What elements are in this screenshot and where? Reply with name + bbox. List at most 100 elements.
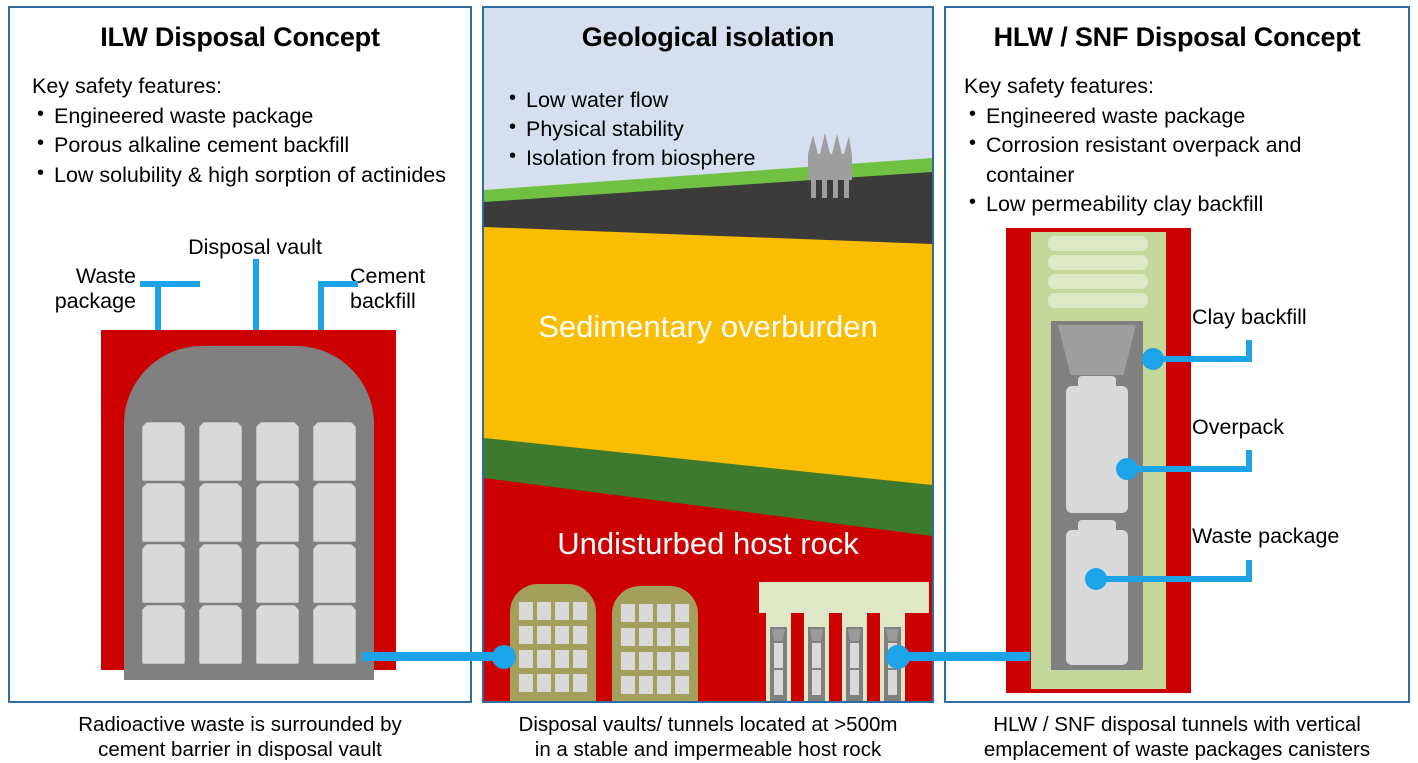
- caption-middle: Disposal vaults/ tunnels located at >500…: [518, 713, 898, 761]
- caption-right: HLW / SNF disposal tunnels with vertical…: [983, 713, 1371, 761]
- label-sedimentary-overburden: Sedimentary overburden: [538, 309, 878, 344]
- panel-left-title: ILW Disposal Concept: [100, 22, 380, 52]
- topsoil-layer: [484, 172, 932, 248]
- waste-package: [675, 628, 689, 646]
- waste-package: [657, 676, 671, 694]
- clay-block: [1048, 293, 1148, 308]
- connector-mid-to-right: [898, 652, 1030, 661]
- waste-package: [555, 602, 569, 620]
- waste-package: [256, 422, 299, 481]
- label-waste-package: Waste package: [1192, 524, 1340, 548]
- hlw-emplacement-graphic: [1006, 228, 1191, 693]
- waste-package: [675, 652, 689, 670]
- leader-cement-v: [318, 281, 324, 371]
- canister-body: [1066, 530, 1128, 665]
- waste-package: [537, 626, 551, 644]
- leader-disposal-vault-v: [253, 259, 259, 344]
- waste-package: [639, 652, 653, 670]
- canister-neck: [1078, 520, 1116, 536]
- waste-package: [675, 676, 689, 694]
- waste-package: [199, 544, 242, 603]
- features-heading: Key safety features:: [32, 74, 223, 98]
- waste-package: [199, 422, 242, 481]
- waste-package: [639, 628, 653, 646]
- waste-package: [573, 650, 587, 668]
- hole-plug: [810, 629, 823, 641]
- waste-package: [555, 626, 569, 644]
- panel-mid-features: Low water flow Physical stability Isolat…: [504, 85, 844, 174]
- hole-canister: [812, 670, 821, 695]
- hole-canister: [774, 643, 783, 668]
- feature-item: Physical stability: [504, 114, 844, 144]
- waste-package: [519, 602, 533, 620]
- waste-package: [199, 605, 242, 664]
- waste-package: [639, 676, 653, 694]
- waste-package: [657, 604, 671, 622]
- waste-package: [573, 602, 587, 620]
- clay-block: [1048, 255, 1148, 270]
- label-cement-backfill: Cement backfill: [350, 264, 426, 314]
- caption-left: Radioactive waste is surrounded by cemen…: [78, 713, 402, 761]
- access-tunnel: [759, 582, 929, 613]
- overpack-plug: [1058, 325, 1136, 375]
- mid-ilw-vault: [612, 586, 698, 701]
- leader-cement-h: [318, 281, 358, 287]
- feature-item: Engineered waste package: [32, 101, 462, 131]
- features-heading: Key safety features:: [964, 74, 1155, 98]
- waste-package: [313, 544, 356, 603]
- waste-package: [621, 604, 635, 622]
- panel-geological-isolation: Geological isolation Low water flow Phys…: [482, 6, 934, 703]
- waste-package: [142, 544, 185, 603]
- leader-waste-v: [1246, 560, 1252, 582]
- feature-item: Isolation from biosphere: [504, 143, 844, 173]
- hole-plug: [886, 629, 899, 641]
- waste-package: [621, 652, 635, 670]
- leader-overpack-v: [1246, 450, 1252, 472]
- leader-overpack-h: [1126, 466, 1252, 472]
- leader-clay-h: [1152, 356, 1252, 362]
- waste-package: [313, 422, 356, 481]
- vault-package-grid: [621, 604, 689, 696]
- waste-package: [555, 650, 569, 668]
- waste-package: [657, 652, 671, 670]
- hole-canister: [888, 670, 897, 695]
- mid-ilw-vault: [510, 584, 596, 701]
- label-disposal-vault: Disposal vault: [188, 235, 322, 259]
- leader-waste-package-h: [140, 281, 200, 287]
- feature-item: Porous alkaline cement backfill: [32, 130, 462, 160]
- waste-package: [639, 604, 653, 622]
- waste-package: [519, 650, 533, 668]
- panel-mid-title: Geological isolation: [581, 22, 835, 52]
- deposition-hole: [842, 610, 867, 701]
- ilw-vault-graphic: [101, 330, 396, 680]
- deposition-hole: [766, 610, 791, 701]
- clay-block: [1048, 274, 1148, 289]
- leader-clay-v: [1246, 340, 1252, 362]
- hole-plug: [848, 629, 861, 641]
- panel-ilw-disposal-concept: ILW Disposal Concept Key safety features…: [8, 6, 472, 703]
- mid-hlw-tunnel-group: [759, 582, 929, 701]
- waste-package: [142, 483, 185, 542]
- waste-package: [256, 544, 299, 603]
- waste-package: [621, 676, 635, 694]
- waste-package: [573, 626, 587, 644]
- hole-canister: [812, 643, 821, 668]
- panel-right-title: HLW / SNF Disposal Concept: [993, 22, 1361, 52]
- waste-package: [313, 483, 356, 542]
- waste-package: [256, 483, 299, 542]
- feature-item: Low water flow: [504, 85, 844, 115]
- label-waste-package: Waste package: [54, 264, 136, 314]
- hole-plug: [772, 629, 785, 641]
- connector-left-to-mid: [362, 652, 510, 661]
- vault-package-grid: [519, 602, 587, 694]
- hole-canister: [774, 670, 783, 695]
- leader-waste-h: [1095, 576, 1252, 582]
- waste-package: [555, 674, 569, 692]
- waste-package: [142, 422, 185, 481]
- waste-package: [199, 483, 242, 542]
- feature-item: Engineered waste package: [964, 101, 1364, 131]
- waste-package: [256, 605, 299, 664]
- panel-hlw-snf-disposal-concept: HLW / SNF Disposal Concept Key safety fe…: [944, 6, 1410, 703]
- cathedral-building-icon: [808, 133, 852, 198]
- waste-canister: [1066, 376, 1128, 513]
